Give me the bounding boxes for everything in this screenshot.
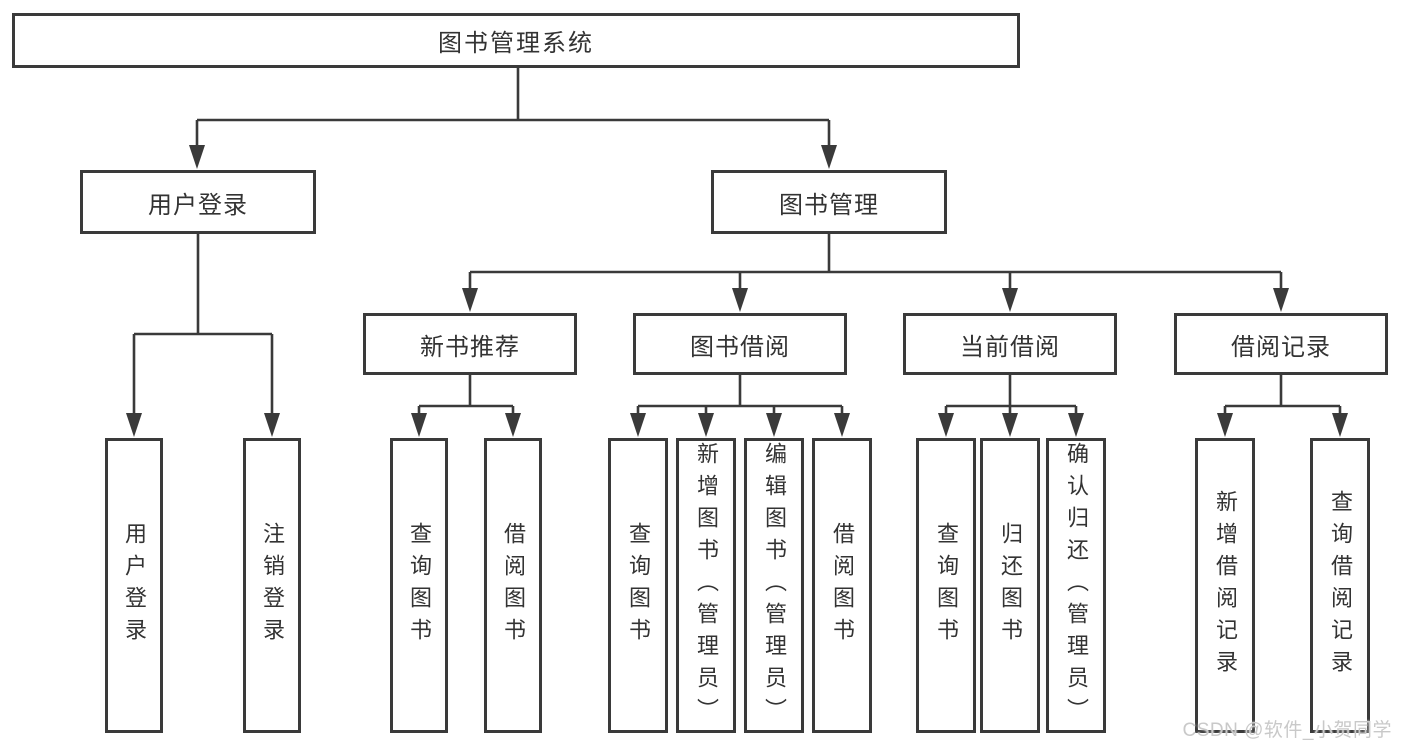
leaf-borrow-books-1: 借阅图书: [484, 438, 542, 733]
leaf-return-books-label: 归还图书: [998, 521, 1023, 650]
leaf-logout: 注销登录: [243, 438, 301, 733]
leaf-query-books-1: 查询图书: [390, 438, 448, 733]
node-book-borrow-label: 图书借阅: [690, 333, 790, 361]
leaf-add-borrow-record-label: 新增借阅记录: [1213, 489, 1238, 682]
leaf-query-books-2-label: 查询图书: [626, 521, 651, 650]
leaf-confirm-return: 确认归还（管理员）: [1046, 438, 1106, 733]
connector-segments: [132, 68, 1342, 418]
leaf-query-books-3: 查询图书: [916, 438, 976, 733]
leaf-query-books-1-label: 查询图书: [407, 521, 432, 650]
node-current-borrow: 当前借阅: [903, 313, 1117, 375]
node-new-book-recommend-label: 新书推荐: [420, 333, 520, 361]
node-book-borrow: 图书借阅: [633, 313, 847, 375]
node-root: 图书管理系统: [12, 13, 1020, 68]
leaf-user-login-label: 用户登录: [122, 521, 147, 650]
leaf-logout-label: 注销登录: [260, 521, 285, 650]
csdn-watermark: CSDN @软件_小贺同学: [1182, 720, 1392, 741]
node-borrow-records: 借阅记录: [1174, 313, 1388, 375]
leaf-confirm-return-label: 确认归还（管理员）: [1064, 441, 1089, 730]
leaf-borrow-books-2-label: 借阅图书: [830, 521, 855, 650]
node-current-borrow-label: 当前借阅: [960, 333, 1060, 361]
node-user-login-label: 用户登录: [148, 191, 248, 219]
node-root-label: 图书管理系统: [438, 30, 594, 57]
node-borrow-records-label: 借阅记录: [1231, 333, 1331, 361]
node-user-login: 用户登录: [80, 170, 316, 234]
leaf-borrow-books-1-label: 借阅图书: [501, 521, 526, 650]
node-new-book-recommend: 新书推荐: [363, 313, 577, 375]
leaf-query-borrow-record-label: 查询借阅记录: [1328, 489, 1353, 682]
leaf-add-books: 新增图书（管理员）: [676, 438, 736, 733]
leaf-edit-books: 编辑图书（管理员）: [744, 438, 804, 733]
leaf-query-books-2: 查询图书: [608, 438, 668, 733]
leaf-add-borrow-record: 新增借阅记录: [1195, 438, 1255, 733]
leaf-add-books-label: 新增图书（管理员）: [694, 441, 719, 730]
leaf-query-books-3-label: 查询图书: [934, 521, 959, 650]
leaf-edit-books-label: 编辑图书（管理员）: [762, 441, 787, 730]
node-book-management: 图书管理: [711, 170, 947, 234]
node-book-management-label: 图书管理: [779, 191, 879, 219]
leaf-return-books: 归还图书: [980, 438, 1040, 733]
leaf-query-borrow-record: 查询借阅记录: [1310, 438, 1370, 733]
connector-arrowheads: [126, 145, 1348, 437]
leaf-user-login: 用户登录: [105, 438, 163, 733]
leaf-borrow-books-2: 借阅图书: [812, 438, 872, 733]
